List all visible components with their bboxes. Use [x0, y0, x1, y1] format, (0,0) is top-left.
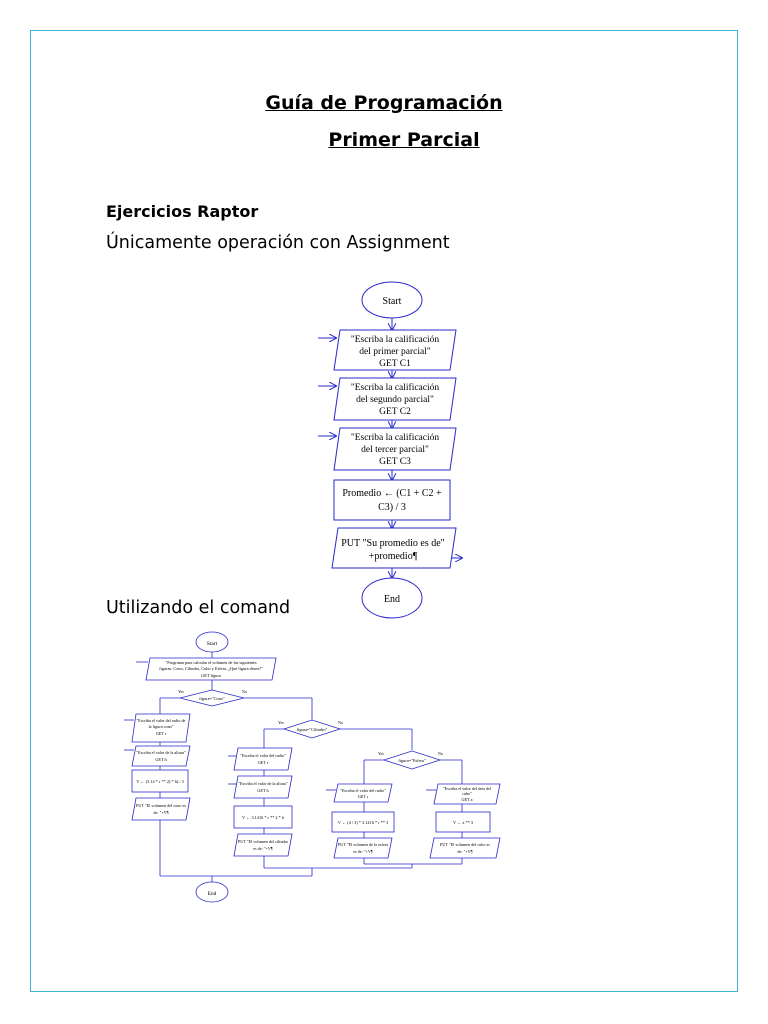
fc2-esf-get-r-2: GET r — [358, 794, 369, 799]
fc2-prompt-line1: "Programa para calcular el volumen de la… — [165, 660, 256, 665]
page-title: Guía de Programación — [265, 92, 503, 114]
fc2-cubo-calc — [435, 811, 491, 833]
fc1-input2-line1: "Escriba la calificación — [351, 382, 440, 393]
fc2-esf-put-1: PUT "El volumen de la esfera — [338, 842, 388, 847]
fc1-input3-box — [333, 427, 457, 471]
fc1-output-box — [331, 527, 457, 569]
fc1-input3-line2: del tercer parcial" — [361, 445, 429, 455]
fc1-assign-box — [333, 479, 451, 521]
fc2-cil-put-1: PUT "El volumen del cilindro — [238, 839, 288, 844]
fc1-assign-line1: Promedio ← (C1 + C2 + — [342, 488, 442, 499]
fc1-input1-line3: GET C1 — [379, 359, 411, 369]
fc2-cil-get-h-2: GET h — [257, 788, 269, 793]
fc2-decision-cilindro — [282, 719, 342, 739]
fc2-cono-put — [131, 797, 191, 821]
fc2-prompt-line3: GET figura — [201, 673, 221, 678]
fc2-yes-cono: Yes — [178, 689, 184, 694]
fc2-cubo-put-2: de: "+V¶ — [457, 849, 472, 854]
fc1-start-node — [361, 281, 423, 319]
fc2-no-cilindro: No — [338, 720, 343, 725]
fc2-cono-get-r-2: la figura cono" — [149, 724, 174, 729]
fc2-decision-cono-label: figura="Cono" — [199, 696, 225, 701]
fc1-start-label: Start — [383, 296, 402, 307]
fc2-cilindro-get-h — [233, 775, 293, 799]
fc2-cono-get-r-1: "Escriba el valor del radio de — [137, 718, 186, 723]
fc2-cilindro-calc — [233, 805, 293, 829]
fc2-esfera-put — [333, 837, 393, 859]
fc2-cubo-calc-label: V ← a ** 3 — [453, 820, 473, 825]
fc2-cil-get-r-1: "Escriba el valor del radio" — [240, 753, 286, 758]
fc2-esf-get-r-1: "Escriba el valor del radio" — [340, 788, 386, 793]
fc2-cubo-put — [429, 837, 501, 859]
fc2-esf-put-2: es de: "+V¶ — [353, 849, 373, 854]
fc1-input1-box — [333, 329, 457, 371]
flowchart-image-overlap — [291, 592, 337, 622]
section-heading: Ejercicios Raptor — [106, 202, 259, 221]
fc2-prompt-box — [145, 657, 277, 681]
fc2-esfera-get-r — [333, 783, 393, 803]
page-subtitle: Primer Parcial — [328, 129, 480, 151]
fc1-output-line1: PUT "Su promedio es de" — [341, 538, 445, 549]
fc1-input1-line2: del primer parcial" — [359, 347, 431, 357]
fc2-cono-get-r-3: GET r — [156, 731, 167, 736]
fc1-output-line2: +promedio¶ — [369, 551, 418, 562]
fc2-cono-put-1: PUT "El volumen del cono es — [136, 803, 186, 808]
fc2-decision-esfera-label: figura="Esfera" — [398, 758, 425, 763]
fc2-start-node — [195, 631, 229, 653]
fc1-input2-line3: GET C2 — [379, 407, 411, 417]
fc2-cil-get-h-1: "Escriba el valor de la altura" — [238, 781, 288, 786]
fc1-end-node — [361, 577, 423, 619]
fc2-esfera-calc — [331, 811, 395, 833]
fc2-cubo-get-a — [433, 783, 501, 805]
section-subheading-comando: Utilizando el comando — [106, 598, 301, 618]
fc2-cilindro-put — [233, 833, 293, 857]
fc1-input3-line1: "Escriba la calificación — [351, 432, 440, 443]
fc2-decision-esfera — [382, 750, 442, 770]
fc2-cil-calc-label: V ← 3.1416 * r ** 2 * h — [242, 815, 285, 820]
fc2-yes-esfera: Yes — [378, 751, 384, 756]
fc2-no-esfera: No — [438, 751, 443, 756]
fc2-cono-get-r — [131, 713, 191, 743]
fc2-cubo-put-1: PUT "El volumen del cubo es — [440, 842, 490, 847]
fc1-input3-line3: GET C3 — [379, 457, 411, 467]
fc2-cono-get-h-1: "Escriba el valor de la altura" — [136, 750, 186, 755]
fc2-cubo-get-a-3: GET a — [462, 797, 473, 802]
fc2-cubo-get-a-2: cubo" — [462, 791, 472, 796]
fc2-cil-put-2: es de: "+V¶ — [253, 846, 273, 851]
fc2-cono-get-h-2: GET h — [155, 757, 167, 762]
fc2-cono-calc-label: V ← (3.14 * r ** 2) * h) / 3 — [136, 779, 184, 784]
fc2-cono-get-h — [131, 745, 191, 767]
fc2-no-cono: No — [242, 689, 247, 694]
fc2-end-label: End — [208, 891, 217, 897]
fc2-end-node — [195, 881, 229, 903]
fc1-input1-line1: "Escriba la calificación — [351, 334, 440, 345]
fc2-prompt-line2: figuras: Cono, Cilindro, Cubo y Esfera, … — [159, 666, 263, 672]
flowchart-volume-figures — [124, 652, 463, 882]
fc2-decision-cono — [179, 689, 245, 707]
fc1-input2-box — [333, 377, 457, 421]
fc1-input2-line2: del segundo parcial" — [356, 395, 434, 405]
fc2-esf-calc-label: V ← (4 / 3) * 3.1416 * r ** 3 — [338, 820, 388, 825]
section-subheading-assignment: Únicamente operación con Assignment — [106, 233, 450, 253]
fc2-cil-get-r-2: GET r — [258, 760, 269, 765]
fc2-cono-calc — [131, 769, 189, 793]
fc2-cubo-get-a-1: "Escriba el valor del área del — [443, 786, 492, 791]
page-border — [30, 30, 738, 992]
fc2-yes-cilindro: Yes — [278, 720, 284, 725]
fc2-cilindro-get-r — [233, 747, 293, 771]
fc2-start-label: Start — [207, 641, 218, 647]
fc1-assign-line2: C3) / 3 — [378, 502, 406, 513]
fc2-decision-cilindro-label: figura="Cilindro" — [297, 727, 328, 732]
fc1-end-label: End — [384, 594, 400, 605]
fc2-cono-put-2: de: "+V¶ — [153, 810, 168, 815]
